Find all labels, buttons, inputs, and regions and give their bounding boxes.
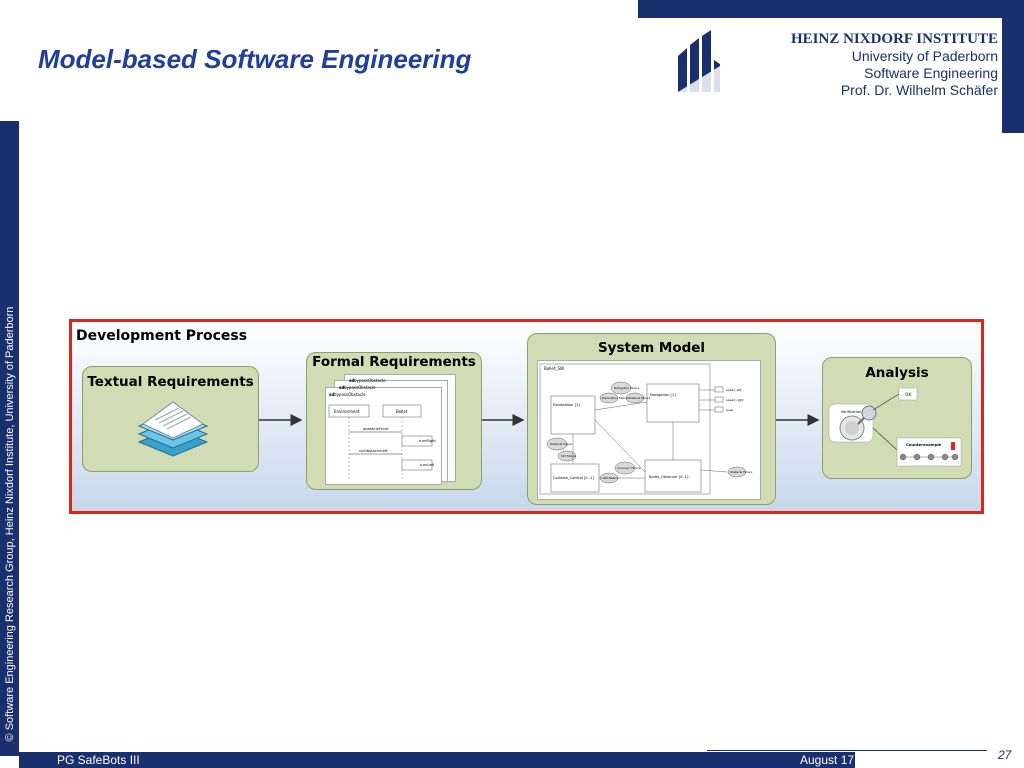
- seq-tag-front: sd: [329, 392, 334, 397]
- footer-project: PG SafeBots III: [57, 753, 140, 767]
- comp-navigation: Navigation [1]: [650, 393, 676, 397]
- footer-bar: [19, 752, 855, 768]
- role-exploration-failure: Exploration Failure: [602, 396, 628, 400]
- seq-tag-back: sd: [349, 378, 354, 383]
- sequence-diagram: sd bypassObstacle sd bypassObstacle sd b…: [328, 378, 436, 480]
- msg-no-obstacle-left: noObstacleLeft: [359, 448, 388, 453]
- role-obstacle-signal: Obstacle Signal: [550, 442, 572, 446]
- verification-label: Verification: [841, 410, 861, 414]
- comp-exploration: Exploration [1]: [553, 403, 580, 407]
- analysis-ok-label: OK: [905, 392, 912, 397]
- lifeline-environment: Environment: [334, 409, 360, 414]
- footer-date: August 17, 2011: [800, 753, 887, 767]
- role-ctrl-failure: Ctrl Failure: [561, 454, 576, 458]
- role-navigation-failure: Navigation Failure: [614, 386, 639, 390]
- stage-system-label: System Model: [597, 340, 706, 356]
- component-diagram: Bollet_SW Exploration [1] Navigation [1]…: [539, 363, 753, 495]
- analysis-illustration: OK Verification Counterexample: [828, 387, 962, 467]
- port-speed-left: speed_left: [726, 388, 742, 392]
- system-frame-title: Bollet_SW: [544, 366, 564, 371]
- institute-block: HEINZ NIXDORF INSTITUTE University of Pa…: [676, 31, 998, 99]
- port-speed-right: speed_right: [726, 398, 744, 402]
- comp-bollet-observer: Bollet_Observer [0..1]: [649, 475, 689, 479]
- institute-university: University of Paderborn: [851, 48, 998, 64]
- seq-name-back: bypassObstacle: [354, 378, 386, 383]
- page-number: 27: [998, 748, 1012, 762]
- institute-professor: Prof. Dr. Wilhelm Schäfer: [840, 82, 998, 98]
- top-brand-bar: [638, 0, 1024, 18]
- slide-title: Model-based Software Engineering: [38, 44, 472, 74]
- lifeline-bollet: Bollet: [396, 409, 408, 414]
- institute-name: HEINZ NIXDORF INSTITUTE: [791, 31, 998, 47]
- stage-analysis-label: Analysis: [865, 365, 929, 381]
- reply-turn-right: turnRight: [419, 439, 436, 443]
- copyright-notice: © Software Engineering Research Group, H…: [4, 306, 16, 742]
- stage-formal-label: Formal Requirements: [312, 354, 476, 370]
- seq-name-middle: bypassObstacle: [344, 385, 376, 390]
- seq-tag-middle: sd: [339, 385, 344, 390]
- role-conveyor-failure: Conveyor Failure: [617, 466, 641, 470]
- top-right-brand-bar: [1002, 0, 1024, 133]
- reply-turn-left: turnLeft: [420, 463, 435, 467]
- footer-rule: [707, 750, 987, 751]
- stage-textual-label: Textual Requirements: [87, 374, 254, 390]
- role-obstacle-failure-2: Obstacle Failure: [730, 470, 753, 474]
- port-pose: pose: [726, 408, 733, 412]
- seq-name-front: bypassObstacle: [334, 392, 366, 397]
- left-brand-bar: [0, 121, 19, 756]
- hni-logo-icon: [678, 30, 720, 92]
- counterexample-label: Counterexample: [906, 442, 942, 447]
- development-process-label: Development Process: [76, 328, 248, 344]
- comp-collision-control: Collision_Control [0..1]: [553, 476, 594, 480]
- institute-department: Software Engineering: [864, 65, 998, 81]
- role-obstacle-failure: Obstacle Failure: [628, 396, 651, 400]
- msg-obstacle-front: obstacleFront: [363, 426, 389, 431]
- documents-icon: [137, 401, 209, 457]
